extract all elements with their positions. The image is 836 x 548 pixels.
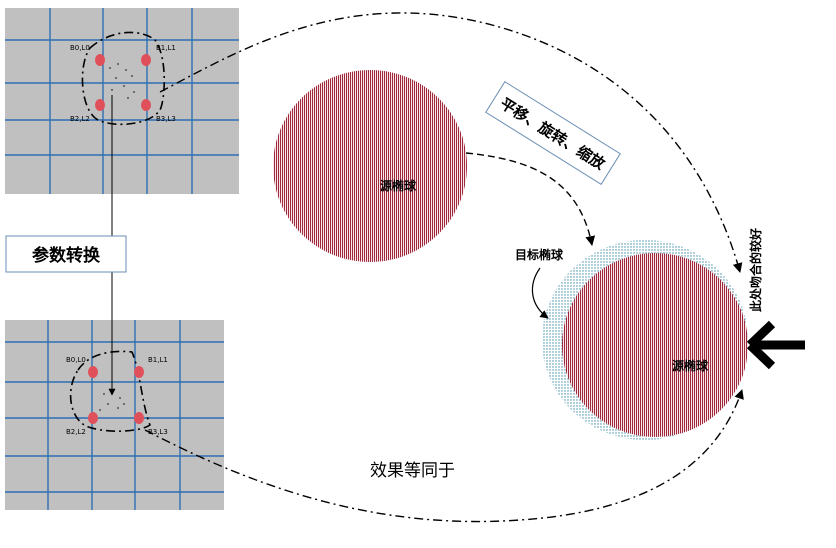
top-point-b3 xyxy=(141,99,151,111)
param-conversion-label: 参数转换 xyxy=(32,245,101,266)
param-conversion-box: 参数转换 xyxy=(5,235,127,273)
top-equivalence-curve xyxy=(159,12,743,273)
bottom-point-b1 xyxy=(134,366,144,378)
top-point-b2 xyxy=(95,99,105,111)
top-label-b2: B2,L2 xyxy=(70,115,90,123)
bottom-label-b2: B2,L2 xyxy=(66,428,86,436)
target-label-arrow xyxy=(531,267,549,319)
top-label-b0: B0,L0 xyxy=(70,44,90,52)
bottom-dashed-outline xyxy=(69,350,151,432)
bottom-point-b2 xyxy=(88,412,98,424)
equivalence-label: 效果等同于 xyxy=(370,461,455,481)
top-dashed-outline xyxy=(81,31,166,126)
bottom-equivalence-curve xyxy=(144,389,744,523)
source-ellipsoid-2-label: 源椭球 xyxy=(672,358,709,373)
top-point-b1 xyxy=(141,54,151,66)
fit-point-arrow-icon xyxy=(746,320,805,370)
bottom-label-b1: B1,L1 xyxy=(148,356,168,364)
bottom-grid-panel: B0,L0 B1,L1 B2,L2 B3,L3 xyxy=(5,320,224,510)
bottom-point-b0 xyxy=(88,366,98,378)
top-grid-panel: B0,L0 B1,L1 B2,L2 B3,L3 xyxy=(5,8,239,194)
transform-arrow xyxy=(465,152,596,246)
bottom-label-b3: B3,L3 xyxy=(148,428,168,436)
source-ellipsoid-label: 源椭球 xyxy=(380,178,417,193)
target-ellipsoid: 源椭球 xyxy=(542,240,748,440)
top-point-b0 xyxy=(95,54,105,66)
target-ellipsoid-label: 目标椭球 xyxy=(515,247,564,262)
top-label-b1: B1,L1 xyxy=(156,44,176,52)
fit-note-label: 此处吻合的较好 xyxy=(748,228,763,312)
bottom-point-b3 xyxy=(134,412,144,424)
transform-box: 平移、旋转、缩放 xyxy=(485,81,621,185)
source-ellipsoid: 源椭球 xyxy=(273,70,467,262)
bottom-label-b0: B0,L0 xyxy=(66,356,86,364)
top-label-b3: B3,L3 xyxy=(156,115,176,123)
